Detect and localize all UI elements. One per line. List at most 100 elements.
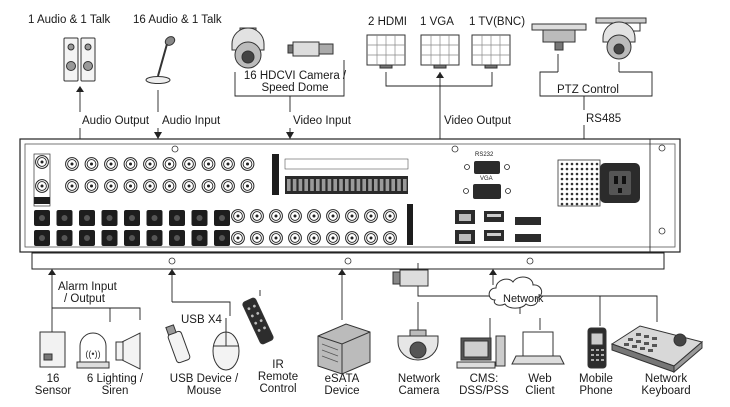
vent-hole [565,202,569,206]
vent-hole [580,177,584,181]
vent-hole [575,177,579,181]
svg-text:((•)): ((•)) [85,349,100,359]
vent-hole [585,182,589,186]
ptz-control-label: PTZ Control [557,84,619,96]
bnc-connector [104,157,118,171]
terminal-screw [403,179,407,191]
bnc-connector [84,157,99,171]
terminal-screw [310,179,314,191]
bnc-connector [307,231,321,245]
bnc-connector [240,157,255,171]
network-keyboard-label-line2: Keyboard [641,385,691,397]
lighting-label-line1: 6 Lighting / [86,373,144,385]
bottom-connector-lines [51,263,658,338]
siren-speaker-icon [115,332,141,370]
vent-hole [575,197,579,201]
audio-jack [146,230,163,246]
audio-input-devices-label: 16 Audio & 1 Talk [133,14,222,26]
usb-x4-label: USB X4 [181,314,222,326]
bottom-arrows [48,269,497,275]
bnc-connector [143,157,157,171]
vga-port [463,184,511,199]
separator-strip [272,154,279,195]
terminal-screw [362,179,366,191]
bnc-connector [383,231,397,245]
box-camera-icon [287,41,334,57]
network-label: Network [503,293,544,305]
audio-jack [146,210,163,226]
vent-hole [565,182,569,186]
vent-hole [575,162,579,166]
terminal-screw [391,179,395,191]
camera-devices-label-line1: 16 HDCVI Camera / [243,70,347,82]
bnc-connector [65,157,79,171]
network-keyboard-icon [610,325,704,374]
bnc-connector [288,209,302,223]
hdmi-monitors-icon [366,34,406,69]
terminal-screw [379,179,384,191]
usb-device-label-line1: USB Device / [169,373,239,385]
bnc-connector [364,209,378,223]
mouse-icon [212,318,240,371]
vent-hole [565,192,569,196]
microphone-icon [145,36,176,84]
laptop-icon [511,331,565,365]
vent-hole [595,177,599,181]
audio-jack [214,210,230,226]
vent-hole [575,187,579,191]
terminal-screw [316,179,320,191]
bnc-connector [182,157,196,171]
terminal-screw [356,179,361,191]
audio-jack [191,230,208,246]
top-connector-lines [79,54,653,139]
camera-devices-label-line2: Speed Dome [261,82,329,94]
cms-workstation-icon [456,335,506,369]
vent-hole [575,202,579,206]
bnc-connector [201,157,216,171]
bnc-connector [345,231,359,245]
vent-hole [560,187,564,191]
network-keyboard-label-line1: Network [644,373,688,385]
usb-ports [484,211,504,241]
vent-hole [595,162,599,166]
vent-hole [590,192,594,196]
bnc-connector [143,179,157,193]
vent-hole [580,182,584,186]
terminal-screw [298,179,303,191]
bnc-connector [123,157,138,171]
vent-hole [565,197,569,201]
vent-hole [565,177,569,181]
video-input-label: Video Input [293,115,351,127]
vent-hole [590,172,594,176]
audio-jack [34,230,50,246]
audio-input-label: Audio Input [162,115,221,127]
vent-hole [570,167,574,171]
cms-label-line1: CMS: [469,373,499,385]
bnc-connector [231,231,245,245]
vent-hole [595,172,599,176]
mobile-phone-icon [587,327,607,369]
bnc-connector [104,179,118,193]
audio-jack [56,210,73,226]
bnc-connector [307,209,321,223]
vent-hole [560,192,564,196]
vent-hole [570,182,574,186]
vent-hole [595,197,599,201]
vent-hole [595,202,599,206]
fan-vent [557,159,601,207]
hdmi-monitors-label: 2 HDMI [368,16,407,28]
terminal-screw [368,179,372,191]
alarm-io-label-line1: Alarm Input [58,281,117,293]
terminal-screw [385,179,390,191]
audio-jack [79,210,95,226]
sensor-icon [39,331,66,368]
vent-hole [585,192,589,196]
vent-hole [560,202,564,206]
vent-hole [580,187,584,191]
bnc-connector [383,209,397,223]
vent-hole [565,167,569,171]
bnc-connector [231,209,245,223]
vent-hole [590,202,594,206]
hdmi-ports [515,217,541,242]
